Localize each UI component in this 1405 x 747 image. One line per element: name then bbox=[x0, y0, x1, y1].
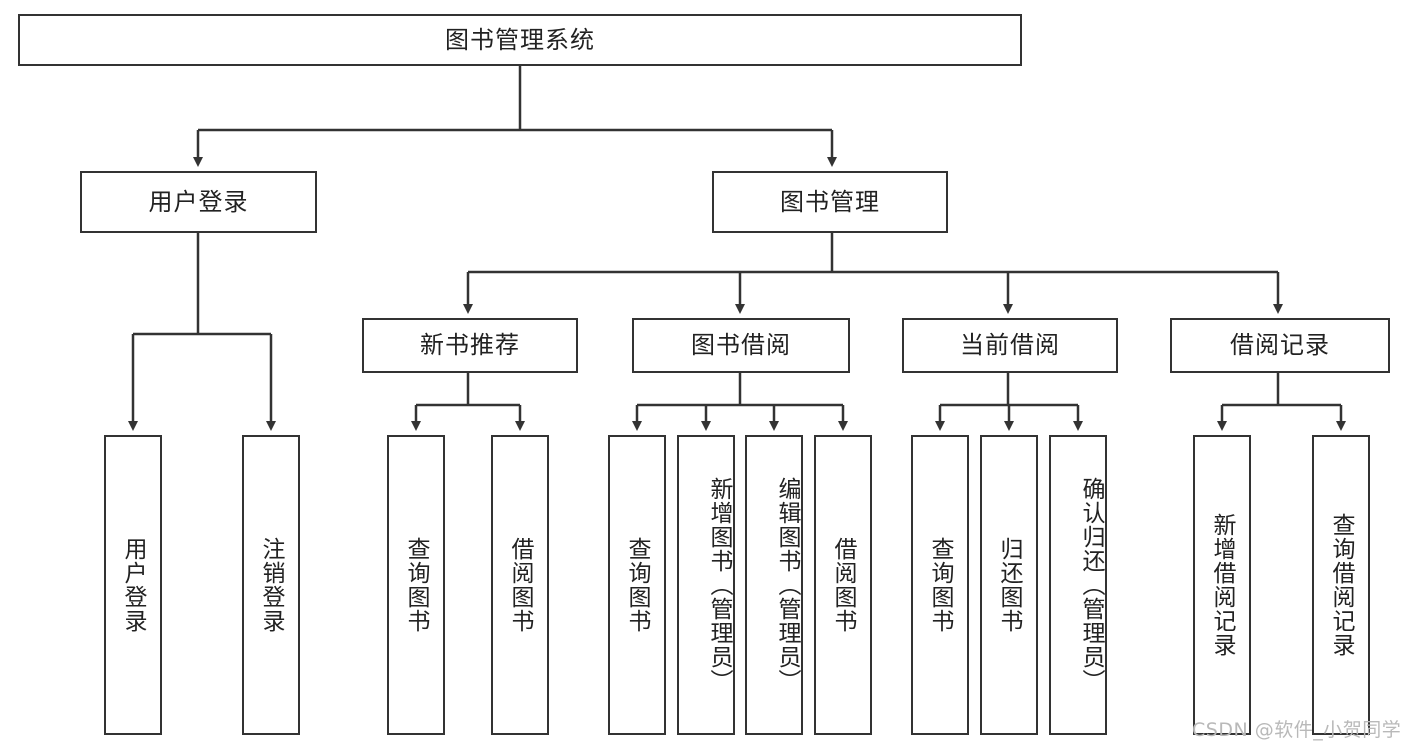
leaf-borrow-edit-book-admin[interactable]: 编辑图书（管理员） bbox=[745, 435, 803, 735]
node-book-borrow[interactable]: 图书借阅 bbox=[632, 318, 850, 373]
node-borrow-records[interactable]: 借阅记录 bbox=[1170, 318, 1390, 373]
leaf-current-return-book[interactable]: 归还图书 bbox=[980, 435, 1038, 735]
leaf-borrow-borrow-book[interactable]: 借阅图书 bbox=[814, 435, 872, 735]
leaf-records-add-record[interactable]: 新增借阅记录 bbox=[1193, 435, 1251, 735]
csdn-watermark: CSDN @软件_小贺同学 bbox=[1192, 719, 1402, 741]
leaf-borrow-query-book[interactable]: 查询图书 bbox=[608, 435, 666, 735]
leaf-user-logout[interactable]: 注销登录 bbox=[242, 435, 300, 735]
node-root[interactable]: 图书管理系统 bbox=[18, 14, 1022, 66]
leaf-current-query-book[interactable]: 查询图书 bbox=[911, 435, 969, 735]
leaf-records-query-record[interactable]: 查询借阅记录 bbox=[1312, 435, 1370, 735]
node-new-book-recommend[interactable]: 新书推荐 bbox=[362, 318, 578, 373]
leaf-user-login[interactable]: 用户登录 bbox=[104, 435, 162, 735]
leaf-newbook-query-book[interactable]: 查询图书 bbox=[387, 435, 445, 735]
leaf-current-confirm-return-admin[interactable]: 确认归还（管理员） bbox=[1049, 435, 1107, 735]
leaf-newbook-borrow-book[interactable]: 借阅图书 bbox=[491, 435, 549, 735]
node-user-login[interactable]: 用户登录 bbox=[80, 171, 317, 233]
node-book-management[interactable]: 图书管理 bbox=[712, 171, 948, 233]
leaf-borrow-add-book-admin[interactable]: 新增图书（管理员） bbox=[677, 435, 735, 735]
node-current-borrow[interactable]: 当前借阅 bbox=[902, 318, 1118, 373]
